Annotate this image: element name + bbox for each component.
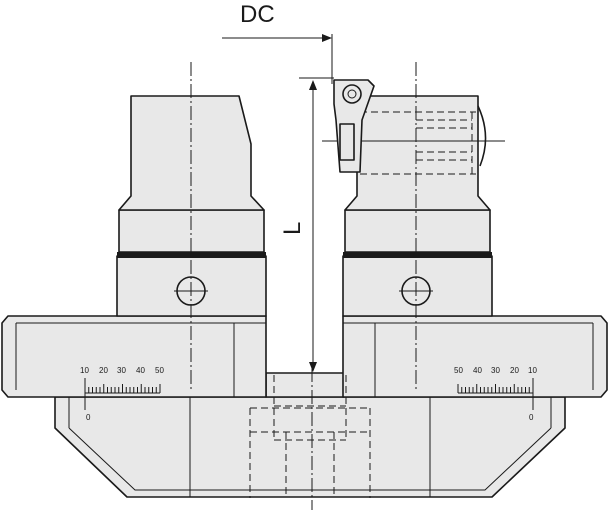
right-holder-collar [344, 209, 491, 253]
right-scale-mark: 40 [473, 366, 482, 375]
left-scale-mark: 30 [117, 366, 126, 375]
insert-screw-inner [347, 89, 357, 99]
dc-arrowhead [322, 34, 332, 42]
left-slide [1, 315, 267, 398]
left-scale-zero: 0 [86, 413, 91, 422]
l-label: L [279, 222, 306, 235]
left-scale-mark: 10 [80, 366, 89, 375]
l-arrowhead-top [309, 80, 317, 90]
right-slide-body [342, 315, 608, 398]
right-holder-curve [477, 105, 487, 167]
left-scale: 10 20 30 40 50 0 [80, 366, 164, 422]
right-scale-mark: 50 [454, 366, 463, 375]
hidden-shank [249, 375, 371, 498]
center-block [265, 372, 345, 398]
left-scale-ticks [84, 384, 161, 393]
base-chamfer-line [68, 427, 552, 491]
right-scale-mark: 20 [510, 366, 519, 375]
dc-label: DC [240, 1, 275, 28]
insert-screw [342, 84, 362, 104]
right-slide [342, 315, 608, 398]
dimension-dc: DC [222, 1, 332, 42]
left-scale-mark: 50 [155, 366, 164, 375]
right-holder-upper [344, 95, 491, 211]
dimension-l: L [279, 80, 317, 372]
right-holder-band [343, 252, 492, 258]
l-arrowhead-bottom [309, 362, 317, 372]
right-tool-holder [322, 95, 505, 317]
left-scale-mark: 20 [99, 366, 108, 375]
insert-seat [339, 123, 355, 161]
base-trapezoid [54, 396, 566, 498]
right-scale-mark: 10 [528, 366, 537, 375]
cutting-insert [299, 77, 375, 173]
right-scale-zero: 0 [529, 413, 534, 422]
left-scale-mark: 40 [136, 366, 145, 375]
left-slide-body [1, 315, 267, 398]
right-scale: 50 40 30 20 10 0 [454, 366, 537, 422]
right-scale-mark: 30 [491, 366, 500, 375]
right-scale-ticks [457, 384, 534, 393]
